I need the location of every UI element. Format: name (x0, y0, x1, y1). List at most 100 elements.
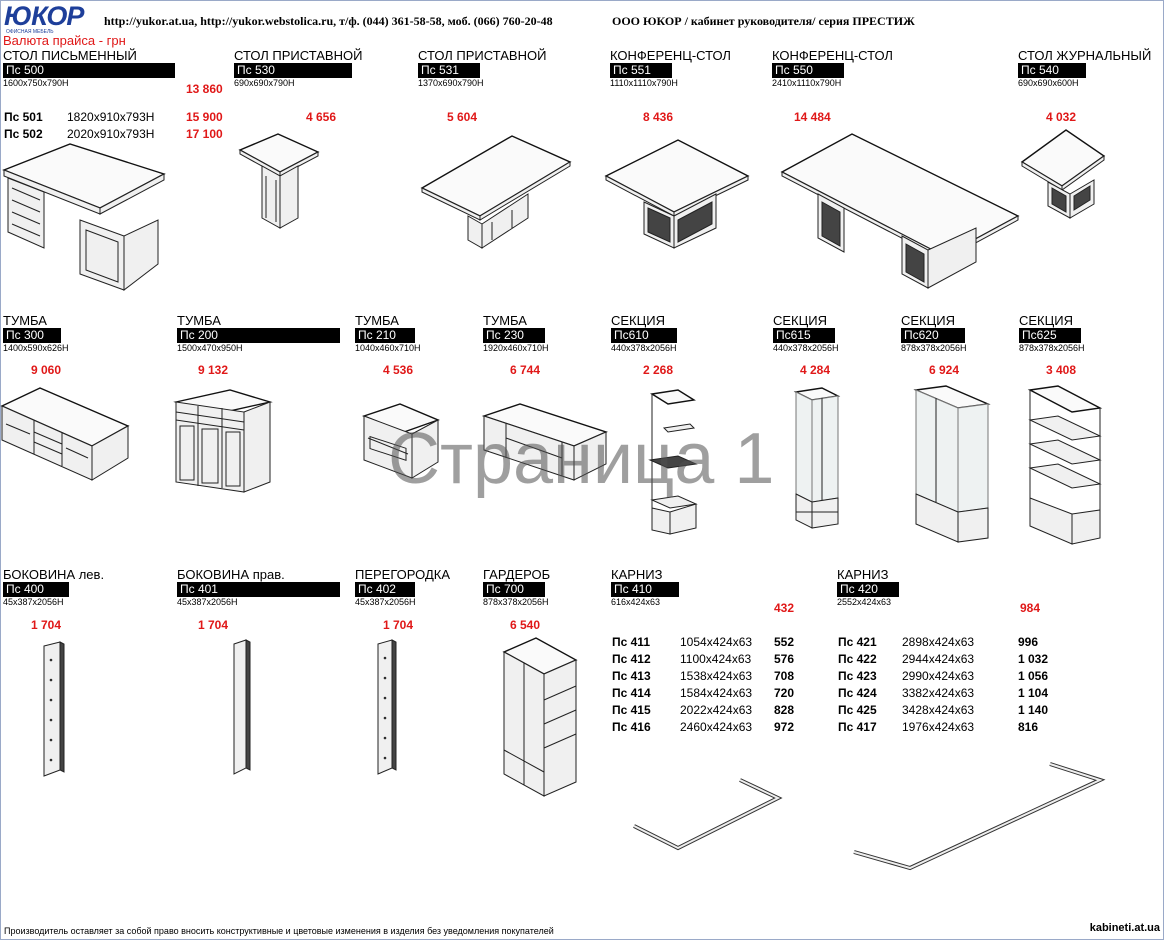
variant-dims: 2990x424x63 (902, 669, 975, 683)
product-dims: 2410x1110x790Н (772, 78, 842, 88)
product-title: ПЕРЕГОРОДКА (355, 567, 451, 582)
product-code: Пс 230 (483, 328, 545, 343)
conference-table-long-drawing (780, 133, 1020, 289)
product-price: 8 436 (643, 110, 674, 124)
product-price: 4 656 (306, 110, 337, 124)
variant-dims: 2898x424x63 (902, 635, 975, 649)
product-dims: 45x387x2056Н (177, 597, 238, 607)
variant-price: 552 (774, 635, 795, 649)
variant-dims: 1584x424x63 (680, 686, 753, 700)
variant-price: 972 (774, 720, 795, 734)
variant-code: Пс 413 (612, 669, 651, 683)
section-ps615-drawing (793, 387, 841, 529)
partition-drawing (377, 639, 397, 775)
product-code: Пс625 (1019, 328, 1081, 343)
product-dims: 1110x1110x790Н (610, 78, 678, 88)
product-title: БОКОВИНА лев. (3, 567, 105, 582)
product-title: КОНФЕРЕНЦ-СТОЛ (772, 48, 893, 63)
product-code: Пс 530 (234, 63, 352, 78)
variant-price: 1 032 (1018, 652, 1049, 666)
product-title: СТОЛ ПИСЬМЕННЫЙ (3, 48, 137, 63)
product-price: 13 860 (186, 82, 223, 96)
product-title: ТУМБА (177, 313, 221, 328)
side-panel-left-drawing (43, 641, 65, 777)
product-dims: 2552x424x63 (837, 597, 892, 607)
product-price: 1 704 (198, 618, 229, 632)
product-dims: 878x378x2056Н (483, 597, 549, 607)
logo-subtitle: ОФИСНАЯ МЕБЕЛЬ (6, 29, 54, 35)
variant-price: 17 100 (186, 127, 223, 141)
product-price: 4 284 (800, 363, 831, 377)
variant-code: Пс 421 (838, 635, 877, 649)
currency-note: Валюта прайса - грн (3, 33, 126, 48)
product-dims: 440x378x2056Н (773, 343, 839, 353)
product-dims: 690x690x600Н (1018, 78, 1079, 88)
variant-code: Пс 415 (612, 703, 651, 717)
product-code: Пс 400 (3, 582, 69, 597)
product-dims: 1600x750x790Н (3, 78, 69, 88)
site-link[interactable]: kabineti.at.ua (1089, 922, 1160, 934)
product-price: 5 604 (447, 110, 478, 124)
product-price: 2 268 (643, 363, 674, 377)
contact-links[interactable]: http://yukor.at.ua, http://yukor.webstol… (104, 14, 553, 28)
variant-dims: 3428x424x63 (902, 703, 975, 717)
variant-dims: 2022x424x63 (680, 703, 753, 717)
product-price: 14 484 (794, 110, 831, 124)
product-code: Пс 531 (418, 63, 480, 78)
product-code: Пс620 (901, 328, 965, 343)
product-code: Пс 700 (483, 582, 545, 597)
cabinet-ps210-drawing (361, 403, 440, 479)
product-ps531: СТОЛ ПРИСТАВНОЙ Пс 531 1370x690x790Н (418, 48, 546, 89)
product-dims: 1920x460x710Н (483, 343, 549, 353)
variant-code: Пс 502 (4, 127, 43, 141)
product-title: СЕКЦИЯ (1019, 313, 1073, 328)
product-ps610: СЕКЦИЯ Пс610 440x378x2056Н (611, 313, 677, 354)
page-watermark: Страница 1 (388, 419, 775, 499)
product-code: Пс 551 (610, 63, 672, 78)
variant-dims: 1820х910х793Н (67, 110, 155, 124)
product-ps625: СЕКЦИЯ Пс625 878x378x2056Н (1019, 313, 1085, 354)
product-dims: 440x378x2056Н (611, 343, 677, 353)
product-ps410: КАРНИЗ Пс 410 616x424x63 (611, 567, 679, 608)
product-dims: 616x424x63 (611, 597, 661, 607)
product-title: СЕКЦИЯ (901, 313, 955, 328)
coffee-table-drawing (1020, 129, 1106, 219)
variant-code: Пс 414 (612, 686, 651, 700)
variant-dims: 3382x424x63 (902, 686, 975, 700)
product-ps540: СТОЛ ЖУРНАЛЬНЫЙ Пс 540 690x690x600Н (1018, 48, 1151, 89)
product-ps530: СТОЛ ПРИСТАВНОЙ Пс 530 690x690x790Н (234, 48, 362, 89)
product-ps210: ТУМБА Пс 210 1040x460x710Н (355, 313, 421, 354)
variant-dims: 1100x424x63 (680, 652, 752, 666)
product-price: 6 540 (510, 618, 541, 632)
product-code: Пс615 (773, 328, 835, 343)
variant-code: Пс 423 (838, 669, 877, 683)
product-dims: 878x378x2056Н (1019, 343, 1085, 353)
section-ps625-drawing (1027, 385, 1103, 545)
side-panel-right-drawing (233, 639, 251, 775)
product-title: КАРНИЗ (837, 567, 889, 582)
variant-code: Пс 425 (838, 703, 877, 717)
product-ps620: СЕКЦИЯ Пс620 878x378x2056Н (901, 313, 967, 354)
variant-price: 720 (774, 686, 795, 700)
variant-price: 828 (774, 703, 795, 717)
product-ps700: ГАРДЕРОБ Пс 700 878x378x2056Н (483, 567, 550, 608)
product-dims: 45x387x2056Н (3, 597, 64, 607)
section-ps610-drawing (648, 389, 698, 535)
product-price: 432 (774, 601, 795, 615)
product-ps401: БОКОВИНА прав. Пс 401 45x387x2056Н (177, 567, 340, 608)
product-ps200: ТУМБА Пс 200 1500x470x950Н (177, 313, 340, 354)
product-code: Пс 410 (611, 582, 679, 597)
variant-code: Пс 416 (612, 720, 651, 734)
variant-dims: 2944x424x63 (902, 652, 975, 666)
table-row: Пс 423 2990x424x63 1 056 (838, 668, 1048, 685)
side-table-drawing (238, 133, 320, 229)
product-ps615: СЕКЦИЯ Пс615 440x378x2056Н (773, 313, 839, 354)
variant-price: 708 (774, 669, 795, 683)
variant-price: 1 056 (1018, 669, 1049, 683)
